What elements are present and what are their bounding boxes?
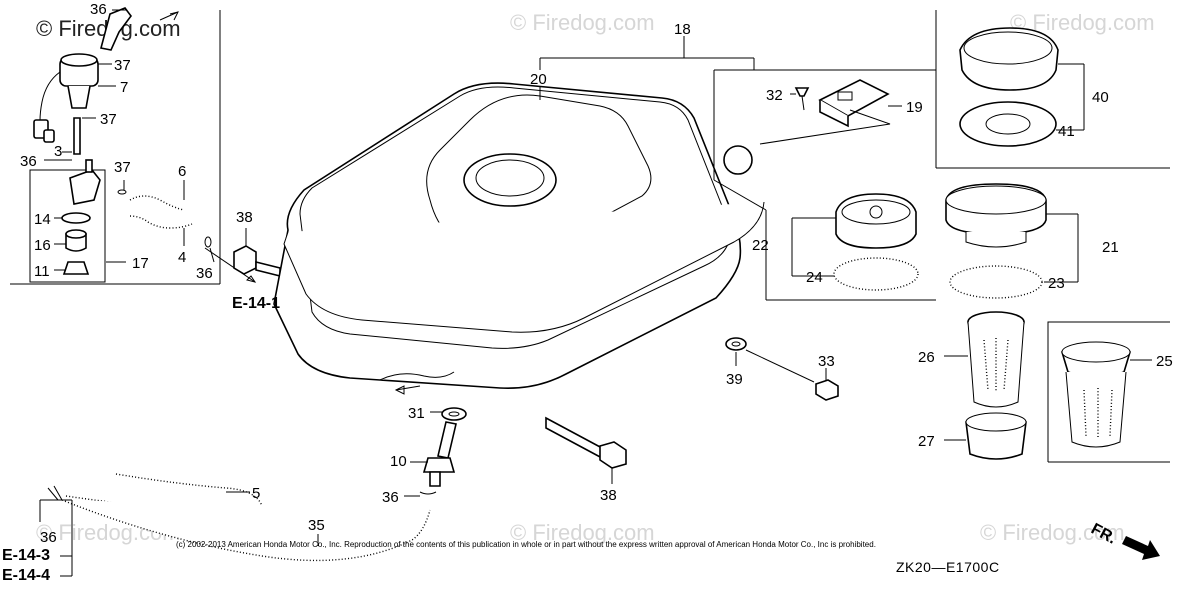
label-41: 41 xyxy=(1058,123,1075,140)
label-20: 20 xyxy=(530,71,547,88)
diagram-code: ZK20—E1700C xyxy=(896,559,1000,575)
fuel-hoses-5-35 xyxy=(39,473,431,577)
label-25: 25 xyxy=(1156,353,1173,370)
label-24: 24 xyxy=(806,269,823,286)
fuel-strainer-26-27 xyxy=(944,311,1027,460)
fuel-valve-group xyxy=(10,7,257,285)
label-38: 38 xyxy=(600,487,617,504)
label-36: 36 xyxy=(20,153,37,170)
label-21: 21 xyxy=(1102,239,1119,256)
label-22: 22 xyxy=(752,237,769,254)
label-10: 10 xyxy=(390,453,407,470)
label-39: 39 xyxy=(726,371,743,388)
label-38: 38 xyxy=(236,209,253,226)
label-33: 33 xyxy=(818,353,835,370)
ref-e-14-4[interactable]: E-14-4 xyxy=(2,567,50,584)
fuel-strainer-25 xyxy=(1047,321,1170,463)
label-16: 16 xyxy=(34,237,51,254)
bolt-38-upper xyxy=(233,228,281,278)
label-36: 36 xyxy=(90,1,107,18)
ref-e-14-3[interactable]: E-14-3 xyxy=(2,547,50,564)
label-32: 32 xyxy=(766,87,783,104)
label-18: 18 xyxy=(674,21,691,38)
label-19: 19 xyxy=(906,99,923,116)
label-3: 3 xyxy=(54,143,62,160)
label-7: 7 xyxy=(120,79,128,96)
label-27: 27 xyxy=(918,433,935,450)
label-26: 26 xyxy=(918,349,935,366)
label-40: 40 xyxy=(1092,89,1109,106)
washer-nut-39-33 xyxy=(725,337,839,401)
arrow-icon xyxy=(1122,536,1160,560)
fuel-cap-21-23 xyxy=(945,183,1079,299)
bolt-38-lower xyxy=(545,416,627,484)
copyright-notice: (c) 2002-2013 American Honda Motor Co., … xyxy=(176,540,876,549)
label-14: 14 xyxy=(34,211,51,228)
label-23: 23 xyxy=(1048,275,1065,292)
label-36: 36 xyxy=(382,489,399,506)
watermark-bottom-center: © Firedog.com xyxy=(510,520,655,545)
fuel-tank xyxy=(273,82,765,395)
label-4: 4 xyxy=(178,249,186,266)
label-36: 36 xyxy=(40,529,57,546)
label-6: 6 xyxy=(178,163,186,180)
part-labels: 36 37 7 37 36 3 37 6 14 16 11 17 4 36 38… xyxy=(20,1,1173,546)
label-35: 35 xyxy=(308,517,325,534)
fuel-cap-22-24 xyxy=(791,193,919,291)
fuel-gauge-box xyxy=(713,69,936,301)
label-31: 31 xyxy=(408,405,425,422)
label-37: 37 xyxy=(100,111,117,128)
tank-outlet-31-10 xyxy=(404,407,467,497)
fuel-cap-40-41 xyxy=(935,10,1170,169)
watermark-bottom-right: © Firedog.com xyxy=(980,520,1125,545)
label-5: 5 xyxy=(252,485,260,502)
watermark-top-center: © Firedog.com xyxy=(510,10,655,35)
ref-e-14-1[interactable]: E-14-1 xyxy=(232,295,280,312)
label-17: 17 xyxy=(132,255,149,272)
label-37: 37 xyxy=(114,57,131,74)
label-11: 11 xyxy=(34,263,50,280)
label-37: 37 xyxy=(114,159,131,176)
label-36: 36 xyxy=(196,265,213,282)
